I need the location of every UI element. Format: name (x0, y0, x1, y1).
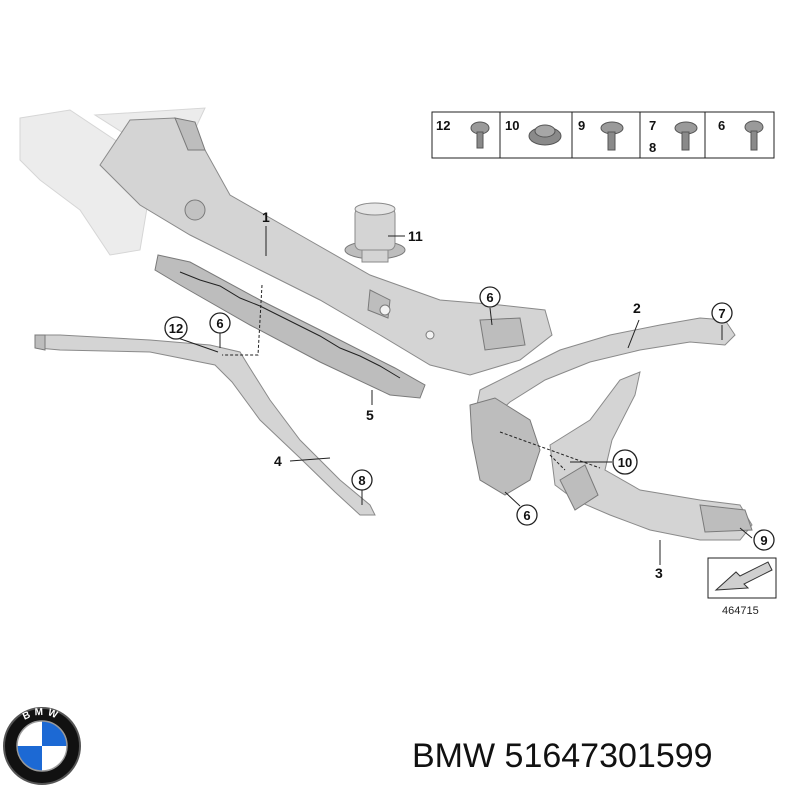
callout-7: 7 (711, 302, 733, 324)
callout-9: 9 (753, 529, 775, 551)
screw-12-icon (470, 121, 490, 149)
part-1-upper-cross-member (99, 117, 553, 376)
svg-text:6: 6 (486, 290, 493, 305)
callout-6-left: 6 (209, 312, 231, 334)
bmw-logo-icon: BMW (3, 707, 81, 785)
direction-box (707, 557, 777, 599)
svg-text:BMW: BMW (21, 707, 63, 723)
legend-8: 8 (649, 140, 656, 155)
svg-text:9: 9 (760, 533, 767, 548)
leader-lines (177, 226, 753, 565)
svg-text:10: 10 (618, 455, 632, 470)
part-3-right-lower-bracket (549, 371, 753, 541)
legend-7: 7 (649, 118, 656, 133)
legend-10: 10 (505, 118, 519, 133)
legend-9: 9 (578, 118, 585, 133)
part-5-lower-bracket (154, 254, 426, 399)
direction-arrow-icon (714, 561, 773, 591)
callout-8: 8 (351, 469, 373, 491)
svg-text:12: 12 (169, 321, 183, 336)
legend-6: 6 (718, 118, 725, 133)
bolt-7-8-icon (674, 121, 698, 151)
bolt-9-icon (600, 121, 624, 151)
label-part-5: 5 (366, 407, 374, 423)
footer-brand: BMW (412, 737, 496, 775)
label-part-1: 1 (262, 209, 270, 225)
callout-6-top: 6 (479, 286, 501, 308)
label-part-4: 4 (274, 453, 282, 469)
footer-part-info: BMW 51647301599 (412, 737, 713, 776)
label-part-11: 11 (408, 228, 423, 244)
part-2-right-bracket (469, 317, 736, 496)
svg-text:7: 7 (718, 306, 725, 321)
assembly-dashed-lines (222, 284, 601, 471)
screw-6-icon (744, 120, 764, 151)
svg-text:6: 6 (523, 508, 530, 523)
svg-text:8: 8 (358, 473, 365, 488)
legend-12: 12 (436, 118, 450, 133)
footer-part-number: 51647301599 (504, 737, 713, 775)
callout-6-bottom: 6 (516, 504, 538, 526)
fastener-legend: 12 10 9 7 8 6 (431, 111, 775, 159)
diagram-id: 464715 (722, 605, 759, 617)
part-11-buffer-mount (344, 202, 406, 263)
callout-12: 12 (164, 316, 188, 340)
nut-10-icon (528, 124, 562, 146)
callout-10: 10 (612, 449, 638, 475)
svg-text:6: 6 (216, 316, 223, 331)
label-part-2: 2 (633, 300, 641, 316)
label-part-3: 3 (655, 565, 663, 581)
